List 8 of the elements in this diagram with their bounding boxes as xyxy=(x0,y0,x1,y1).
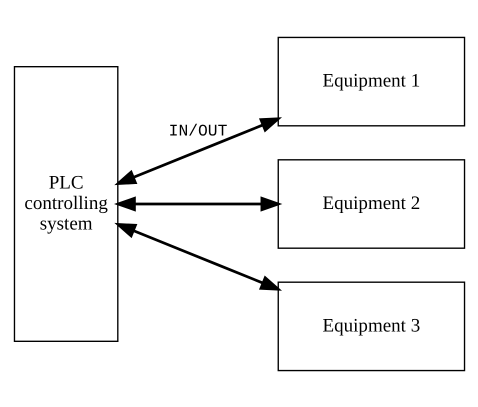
edge-label: IN/OUT xyxy=(168,120,227,140)
node-box: Equipment 1 xyxy=(277,36,465,126)
node-box: PLC controlling system xyxy=(13,66,118,342)
node-box: Equipment 3 xyxy=(277,281,465,371)
arrow xyxy=(114,196,282,212)
node-box: Equipment 2 xyxy=(277,158,465,248)
arrow xyxy=(114,116,282,185)
arrow xyxy=(114,222,282,290)
